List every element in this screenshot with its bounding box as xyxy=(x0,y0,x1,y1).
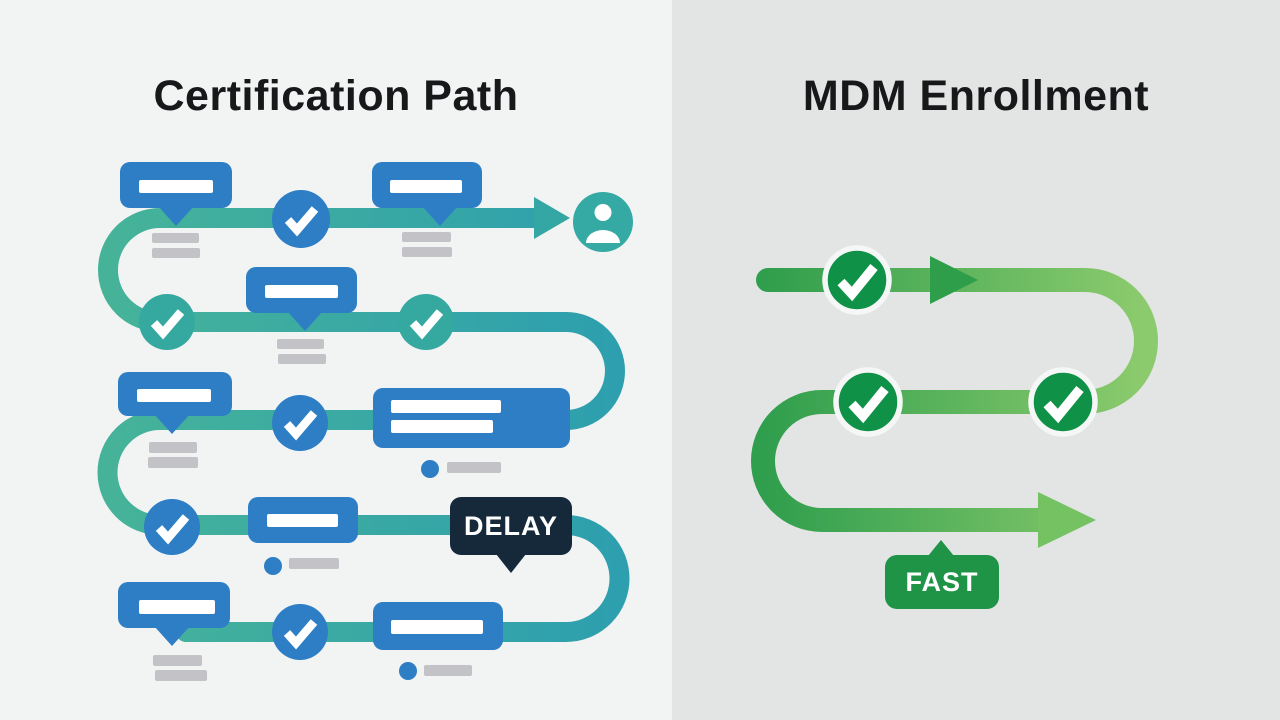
speech-bubble-icon xyxy=(246,267,357,331)
text-placeholder xyxy=(402,247,452,257)
arrow-icon xyxy=(930,256,978,304)
delay-badge-label: DELAY xyxy=(463,510,559,541)
text-placeholder xyxy=(277,339,324,349)
certification-diagram xyxy=(97,162,633,681)
check-circle-icon xyxy=(398,294,454,350)
wide-card xyxy=(373,388,570,448)
check-circle-icon xyxy=(272,190,330,248)
arrow-icon xyxy=(534,197,570,239)
check-circle-icon xyxy=(822,245,892,315)
bullet-dot xyxy=(399,662,417,680)
text-placeholder xyxy=(153,655,202,666)
speech-bubble-icon xyxy=(120,162,232,226)
text-placeholder xyxy=(155,670,207,681)
card xyxy=(248,497,358,543)
check-circle-icon xyxy=(144,499,200,555)
speech-bubble-icon xyxy=(118,582,230,646)
text-placeholder xyxy=(447,462,501,473)
left-panel-title: Certification Path xyxy=(153,72,519,120)
right-panel-title: MDM Enrollment xyxy=(802,72,1150,120)
text-placeholder xyxy=(278,354,326,364)
text-placeholder xyxy=(148,457,198,468)
left-panel xyxy=(0,0,672,720)
text-placeholder xyxy=(424,665,472,676)
text-placeholder xyxy=(289,558,339,569)
bullet-dot xyxy=(421,460,439,478)
mdm-diagram xyxy=(751,245,1158,548)
delay-badge: DELAY xyxy=(450,497,572,573)
check-circle-icon xyxy=(272,395,328,451)
fast-badge: FAST xyxy=(885,540,999,609)
text-placeholder xyxy=(149,442,197,453)
speech-bubble-icon xyxy=(118,372,232,434)
speech-bubble-icon xyxy=(372,162,482,226)
fast-badge-label: FAST xyxy=(905,566,979,597)
card xyxy=(373,602,503,650)
text-placeholder xyxy=(152,248,200,258)
check-circle-icon xyxy=(139,294,195,350)
check-circle-icon xyxy=(833,367,903,437)
check-circle-icon xyxy=(1028,367,1098,437)
arrow-icon xyxy=(1038,492,1096,548)
check-circle-icon xyxy=(272,604,328,660)
bullet-dot xyxy=(264,557,282,575)
person-icon xyxy=(573,192,633,252)
text-placeholder xyxy=(402,232,451,242)
text-placeholder xyxy=(152,233,199,243)
